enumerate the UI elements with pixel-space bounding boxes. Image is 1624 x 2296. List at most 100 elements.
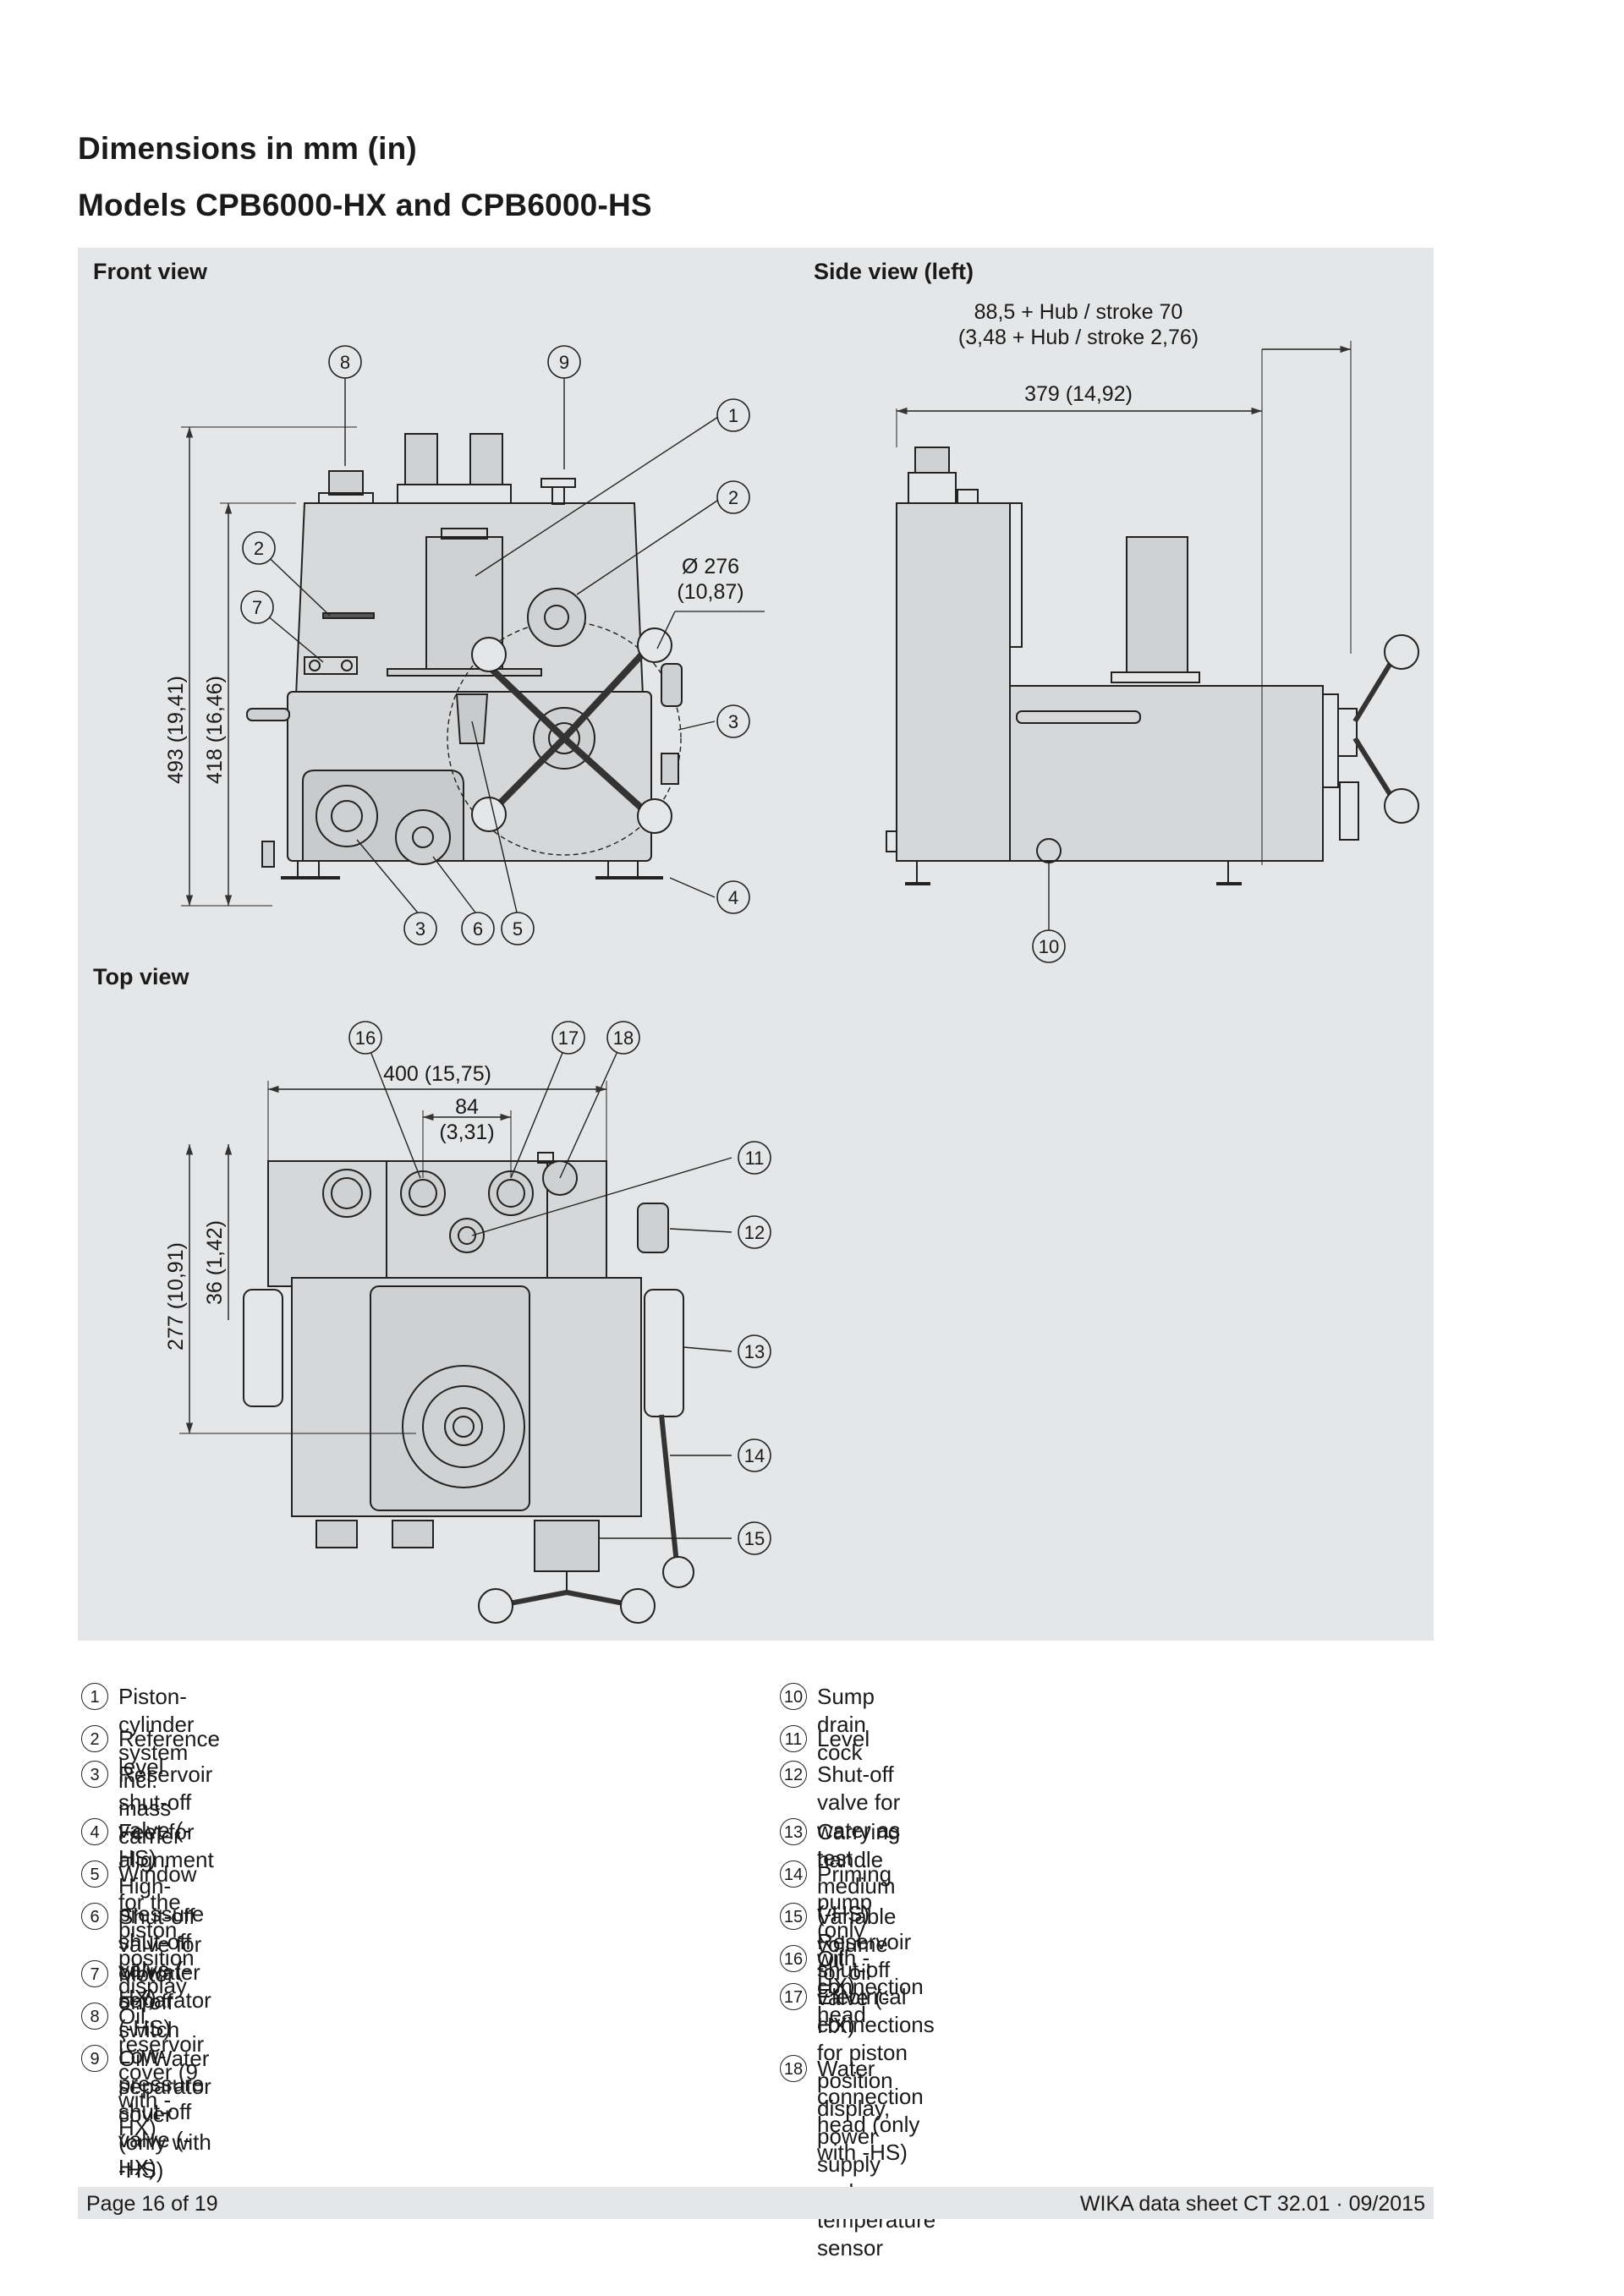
- legend-text: Shut-off valve for oil/water separator (…: [118, 1904, 211, 2180]
- legend-text: Reference level: [118, 1726, 220, 1779]
- technical-drawing-panel: Front view Side view (left) Top view: [78, 248, 1434, 1641]
- front-callout-circle: [716, 398, 750, 432]
- top-width: 400 (15,75): [383, 1062, 491, 1086]
- legend-item: 11 Level: [780, 1725, 870, 1753]
- top-callout-number: 18: [613, 1027, 634, 1049]
- front-callout-circle: [716, 880, 750, 914]
- side-callouts: 10: [1032, 929, 1066, 963]
- front-callout-circle: [328, 345, 362, 379]
- top-depth: 277 (10,91): [164, 1242, 188, 1351]
- top-callout-circle: [738, 1521, 771, 1555]
- front-callout-circle: [461, 912, 495, 945]
- top-callout-number: 15: [744, 1528, 765, 1549]
- legend-number: 9: [81, 2045, 108, 2072]
- side-callout-circle: [1032, 929, 1066, 963]
- front-callout-number: 7: [252, 597, 262, 618]
- legend-item: 13 Carrying handle: [780, 1818, 900, 1874]
- legend-text: Level: [817, 1726, 870, 1751]
- top-callout-circle: [738, 1438, 771, 1472]
- legend-text: Window for the piston position display: [118, 1861, 197, 1998]
- front-callout-number: 5: [513, 918, 523, 940]
- top-view-drawing: [179, 1038, 732, 1624]
- legend-number: 18: [780, 2055, 807, 2082]
- top-callout-circle: [348, 1021, 382, 1055]
- legend-text: Variable volume for oil: [817, 1904, 897, 1985]
- top-callout-circle: [551, 1021, 585, 1055]
- legend-text: Oil reservoir cover (9 with -HX): [118, 2003, 205, 2140]
- legend-item: 4 Feet for alignment: [81, 1818, 214, 1874]
- front-callout-circle: [403, 912, 437, 945]
- legend-item: 7 Motor on/off switch: [81, 1960, 179, 2044]
- front-diameter: Ø 276: [682, 555, 739, 578]
- legend-text: Carrying handle: [817, 1819, 901, 1872]
- side-callout-number: 10: [1039, 936, 1059, 957]
- page-number: Page 16 of 19: [86, 2192, 218, 2216]
- legend-text: Reservoir shut-off valve (-HS) High-pres…: [118, 1762, 213, 2010]
- front-callout-circle: [547, 345, 581, 379]
- legend-number: 17: [780, 1983, 807, 2010]
- legend-text: Piston-cylinder system incl. mass carrie…: [118, 1684, 195, 1849]
- legend-text: Water connection head (only with -HS): [817, 2056, 924, 2165]
- legend-item: 3 Reservoir shut-off valve (-HS) High-pre…: [81, 1761, 212, 2012]
- front-callout-number: 2: [728, 487, 738, 508]
- legend-number: 16: [780, 1945, 807, 1972]
- legend-text: Oil connection head: [817, 1946, 924, 2027]
- legend-number: 10: [780, 1683, 807, 1710]
- top-spacing-in: (3,31): [439, 1121, 494, 1144]
- legend-item: 2 Reference level: [81, 1725, 220, 1781]
- front-view-drawing: [181, 375, 723, 917]
- legend-number: 5: [81, 1860, 108, 1888]
- front-callout-circle: [501, 912, 535, 945]
- legend-item: 10 Sump drain cock: [780, 1683, 875, 1767]
- legend-item: 8 Oil reservoir cover (9 with -HX): [81, 2003, 204, 2142]
- top-callout-circle: [738, 1215, 771, 1249]
- legend-text: Feet for alignment: [118, 1819, 214, 1872]
- front-callout-number: 8: [340, 352, 350, 373]
- page-subtitle: Models CPB6000-HX and CPB6000-HS: [78, 188, 652, 222]
- front-callout-number: 1: [728, 405, 738, 426]
- front-view-title: Front view: [93, 259, 208, 284]
- front-callout-circle: [240, 590, 274, 624]
- legend-item: 15 Variable volume for oil: [780, 1903, 896, 1986]
- legend-number: 11: [780, 1725, 807, 1752]
- top-spacing: 84: [455, 1095, 479, 1119]
- legend-text: Shut-off valve for water as test medium …: [817, 1762, 912, 2038]
- front-callout-number: 6: [473, 918, 483, 940]
- front-height-total: 493 (19,41): [164, 676, 188, 784]
- legend-number: 13: [780, 1818, 807, 1845]
- side-view-drawing: [886, 341, 1419, 945]
- legend-number: 7: [81, 1960, 108, 1987]
- top-callout-number: 14: [744, 1445, 765, 1466]
- legend-number: 8: [81, 2003, 108, 2030]
- legend-item: 16 Oil connection head: [780, 1945, 924, 2029]
- front-callout-number: 4: [728, 887, 738, 908]
- legend-item: 18 Water connection head (only with -HS): [780, 2055, 924, 2167]
- legend-number: 3: [81, 1761, 108, 1788]
- side-stroke: 88,5 + Hub / stroke 70: [974, 300, 1183, 324]
- top-view-title: Top view: [93, 964, 190, 989]
- legend-text: Sump drain cock: [817, 1684, 875, 1765]
- top-callout-circle: [738, 1334, 771, 1368]
- side-view-title: Side view (left): [814, 259, 974, 284]
- document-reference: WIKA data sheet CT 32.01 · 09/2015: [1079, 2192, 1425, 2216]
- legend-text: Motor on/off switch: [118, 1961, 180, 2042]
- side-depth: 379 (14,92): [1024, 382, 1133, 406]
- top-callout-circle: [738, 1141, 771, 1175]
- front-callout-circle: [716, 480, 750, 514]
- legend-number: 1: [81, 1683, 108, 1710]
- legend-number: 2: [81, 1725, 108, 1752]
- legend-text: Oil/Water separator cover (only with -HS…: [118, 2046, 211, 2183]
- legend-number: 15: [780, 1903, 807, 1930]
- legend-number: 4: [81, 1818, 108, 1845]
- front-callout-circle: [242, 531, 276, 565]
- front-height-body: 418 (16,46): [203, 676, 227, 784]
- top-callout-number: 13: [744, 1341, 765, 1362]
- legend-item: 5 Window for the piston position display: [81, 1860, 196, 2000]
- legend-item: 1 Piston-cylinder system incl. mass carri…: [81, 1683, 195, 1850]
